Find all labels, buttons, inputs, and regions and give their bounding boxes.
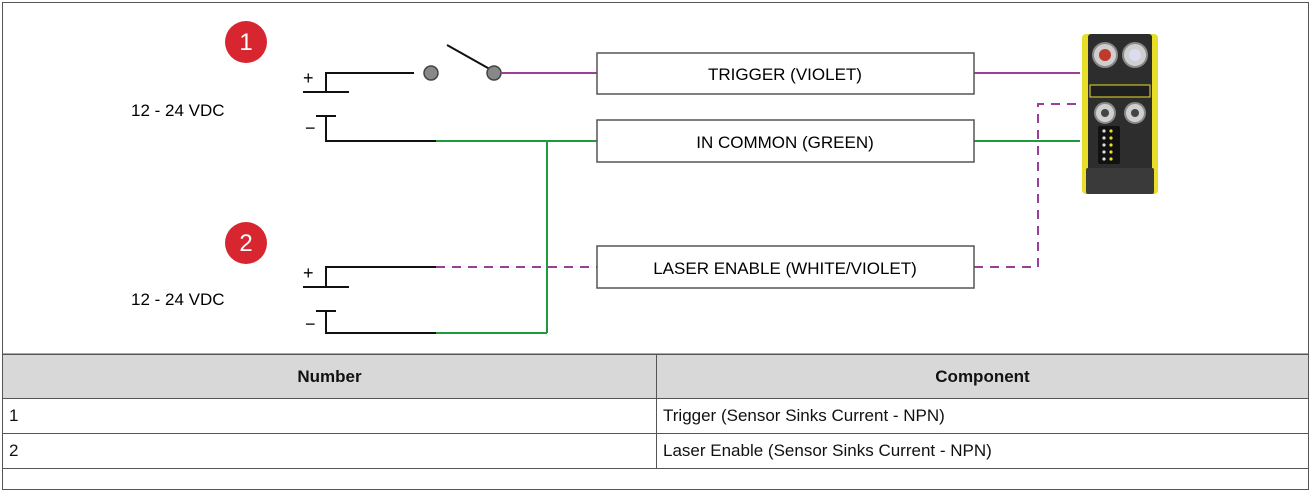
battery-1-minus: − xyxy=(305,118,316,138)
common-label-box: IN COMMON (GREEN) xyxy=(596,119,975,163)
battery-1-plus: + xyxy=(303,68,314,88)
badge-2: 2 xyxy=(225,222,267,264)
table-header-row: Number Component xyxy=(2,354,1309,399)
battery-2-minus: − xyxy=(305,314,316,334)
sensor-device-image xyxy=(1082,34,1158,194)
row-number: 1 xyxy=(2,398,657,434)
laser-label-box: LASER ENABLE (WHITE/VIOLET) xyxy=(596,245,975,289)
table-row: 1 Trigger (Sensor Sinks Current - NPN) xyxy=(2,398,1309,434)
supply-2-label: 12 - 24 VDC xyxy=(131,290,225,309)
row-component: Laser Enable (Sensor Sinks Current - NPN… xyxy=(656,433,1309,469)
supply-1-label: 12 - 24 VDC xyxy=(131,101,225,120)
header-number: Number xyxy=(2,354,657,399)
laser-enable-wire xyxy=(436,103,1080,268)
connector-port xyxy=(1092,42,1148,124)
table-row: 2 Laser Enable (Sensor Sinks Current - N… xyxy=(2,433,1309,469)
row-component: Trigger (Sensor Sinks Current - NPN) xyxy=(656,398,1309,434)
battery-1-symbol xyxy=(303,72,436,142)
common-label: IN COMMON (GREEN) xyxy=(696,133,874,152)
battery-2-plus: + xyxy=(303,263,314,283)
laser-label: LASER ENABLE (WHITE/VIOLET) xyxy=(653,259,917,278)
wiring-diagram: 1 2 12 - 24 VDC 12 - 24 VDC + − + − xyxy=(2,21,1309,355)
trigger-label: TRIGGER (VIOLET) xyxy=(708,65,862,84)
component-table: Number Component 1 Trigger (Sensor Sinks… xyxy=(2,354,1309,469)
badge-1: 1 xyxy=(225,21,267,63)
trigger-switch xyxy=(423,44,502,81)
status-leds xyxy=(1102,129,1113,161)
battery-2-symbol xyxy=(303,266,436,334)
header-component: Component xyxy=(656,354,1309,399)
row-number: 2 xyxy=(2,433,657,469)
trigger-label-box: TRIGGER (VIOLET) xyxy=(596,52,975,95)
badge-1-label: 1 xyxy=(239,29,252,56)
common-wire xyxy=(436,140,1080,334)
badge-2-label: 2 xyxy=(239,230,252,257)
